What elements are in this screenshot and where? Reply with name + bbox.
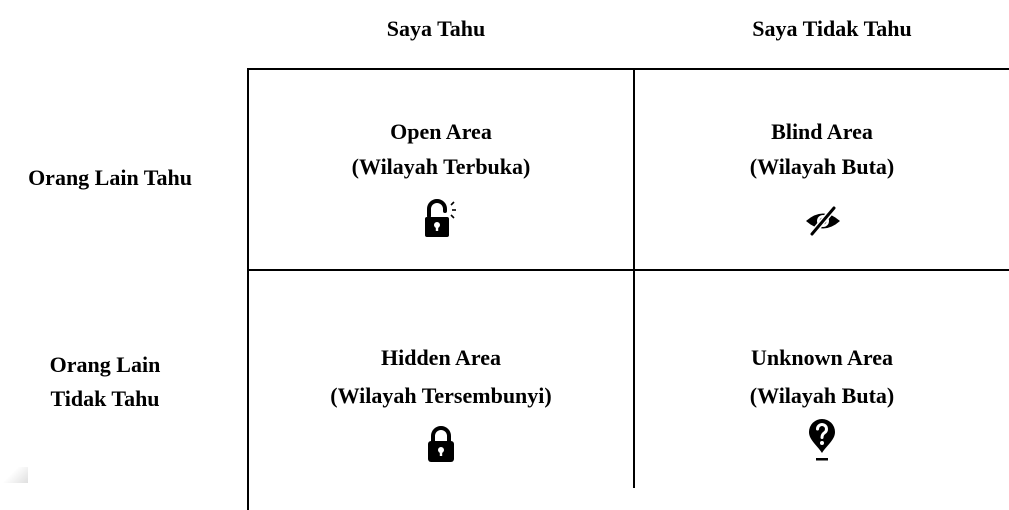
locked-padlock-icon [426, 425, 456, 463]
column-header-unknown-to-self: Saya Tidak Tahu [752, 16, 912, 41]
unknown-area-subtitle: (Wilayah Buta) [749, 383, 895, 408]
hidden-area-subtitle: (Wilayah Tersembunyi) [330, 383, 552, 408]
quadrant-open-area: Open Area (Wilayah Terbuka) [249, 70, 633, 269]
row-header-unknown-to-others: Orang Lain Tidak Tahu [0, 348, 210, 416]
row-header-known-to-others: Orang Lain Tahu [28, 165, 192, 190]
blind-area-subtitle: (Wilayah Buta) [749, 154, 895, 179]
unlocked-padlock-icon [423, 199, 463, 243]
eye-slash-icon [803, 206, 843, 236]
grid-horizontal-divider [247, 269, 1009, 271]
hidden-area-title: Hidden Area [380, 345, 501, 370]
row-header-line-1: Orang Lain [49, 352, 161, 377]
grid-vertical-divider [633, 68, 635, 488]
open-area-subtitle: (Wilayah Terbuka) [351, 154, 531, 179]
blind-area-title: Blind Area [771, 119, 873, 144]
corner-watermark [0, 467, 28, 483]
johari-grid-frame [247, 68, 1009, 510]
open-area-title: Open Area [390, 119, 492, 144]
quadrant-unknown-area: Unknown Area (Wilayah Buta) [635, 271, 1009, 483]
question-pin-icon [808, 418, 836, 462]
quadrant-blind-area: Blind Area (Wilayah Buta) [635, 70, 1009, 269]
column-header-known-to-self: Saya Tahu [386, 16, 486, 41]
unknown-area-title: Unknown Area [750, 345, 894, 370]
row-header-line-2: Tidak Tahu [50, 386, 160, 411]
quadrant-hidden-area: Hidden Area (Wilayah Tersembunyi) [249, 271, 633, 483]
